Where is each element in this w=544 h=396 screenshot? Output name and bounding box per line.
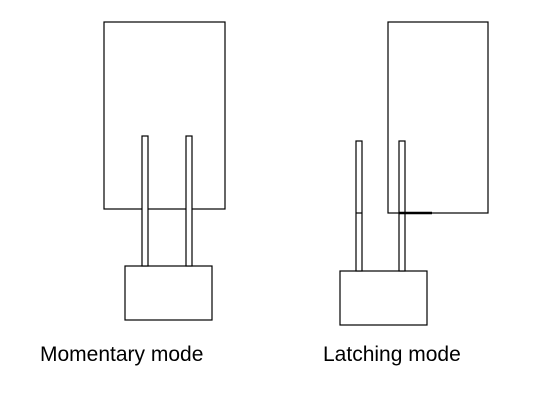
latching-pin-left [355,140,363,272]
momentary-pin-left [141,135,149,267]
momentary-housing [103,21,226,210]
momentary-pin-right [185,135,193,267]
latching-switch [339,21,489,326]
momentary-switch [103,21,226,321]
momentary-mode-label: Momentary mode [40,343,204,366]
momentary-base [124,265,213,321]
latching-base [339,270,428,326]
latching-pin-right [398,140,406,272]
latching-mode-label: Latching mode [323,343,461,366]
